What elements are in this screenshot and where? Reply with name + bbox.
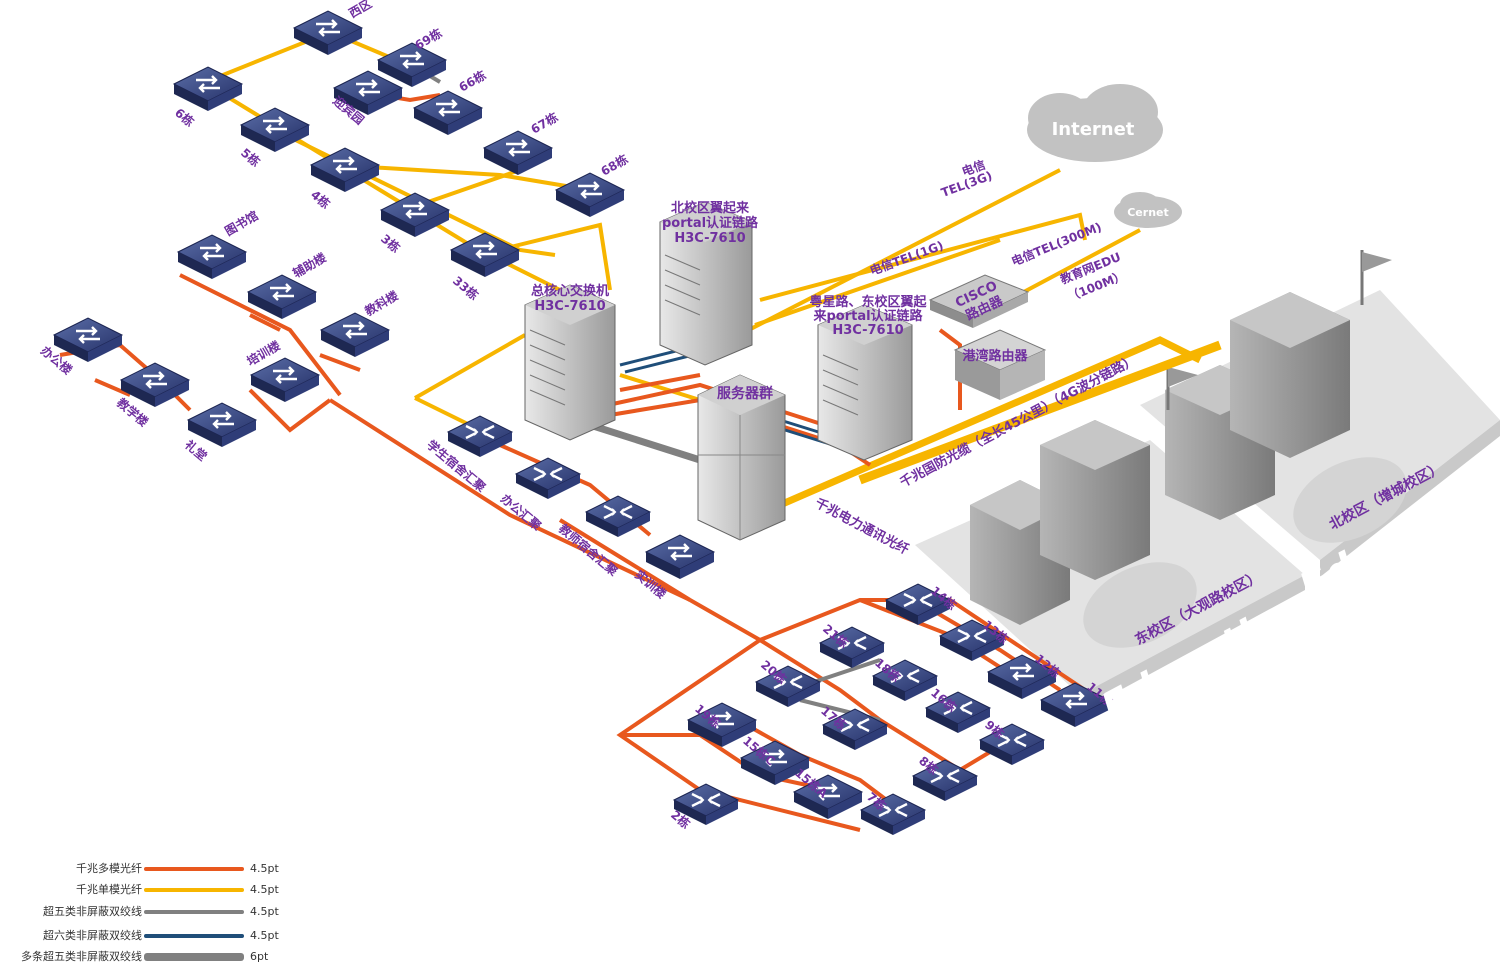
agg-office bbox=[514, 456, 582, 501]
core-north-label-3: H3C-7610 bbox=[674, 231, 745, 246]
label-auxiliary: 辅助楼 bbox=[290, 250, 329, 281]
core-east-label-2: 来portal认证链路 bbox=[812, 308, 923, 324]
label-33: 33栋 bbox=[450, 273, 482, 303]
legend-label: 千兆单模光纤 bbox=[76, 883, 142, 896]
core-main-label-2: H3C-7610 bbox=[534, 299, 605, 314]
switch-6 bbox=[172, 65, 244, 113]
legend-swatch bbox=[144, 934, 244, 938]
switch-library bbox=[176, 233, 248, 281]
label-66: 66栋 bbox=[456, 67, 488, 94]
label-education: 教科楼 bbox=[361, 288, 401, 319]
core-east-label-3: H3C-7610 bbox=[832, 323, 903, 338]
legend-swatch bbox=[144, 910, 244, 914]
switches-aggregation bbox=[446, 414, 716, 581]
label-library: 图书馆 bbox=[222, 208, 261, 239]
legend-value: 4.5pt bbox=[250, 883, 279, 896]
legend-row: 千兆单模光纤 4.5pt bbox=[0, 881, 300, 899]
cernet-cloud: Cernet bbox=[1114, 192, 1182, 228]
power-fiber-label: 千兆电力通讯光纤 bbox=[812, 495, 911, 558]
server-cluster bbox=[697, 374, 786, 541]
legend-row: 千兆多模光纤 4.5pt bbox=[0, 860, 300, 878]
switch-67 bbox=[482, 129, 554, 177]
legend-swatch bbox=[144, 867, 244, 871]
legend-label: 超五类非屏蔽双绞线 bbox=[43, 905, 142, 918]
legend-value: 4.5pt bbox=[250, 862, 279, 875]
legend-value: 6pt bbox=[250, 950, 269, 963]
internet-label: Internet bbox=[1052, 119, 1135, 140]
internet-cloud: Internet bbox=[1027, 84, 1163, 162]
core-switch-east bbox=[817, 304, 913, 461]
switch-auditorium bbox=[186, 401, 258, 449]
campus-north bbox=[1140, 250, 1500, 577]
legend-row: 多条超五类非屏蔽双绞线 6pt bbox=[0, 948, 300, 966]
switch-education bbox=[319, 311, 391, 359]
legend-value: 4.5pt bbox=[250, 929, 279, 942]
legend-label: 多条超五类非屏蔽双绞线 bbox=[21, 950, 142, 963]
legend-swatch bbox=[144, 888, 244, 892]
legend-row: 超六类非屏蔽双绞线 4.5pt bbox=[0, 927, 300, 945]
switch-training bbox=[249, 356, 321, 404]
label-69: 69栋 bbox=[412, 25, 444, 52]
core-north-label-1: 北校区翼起来 bbox=[671, 200, 750, 216]
gangwan-label: 港湾路由器 bbox=[962, 348, 1028, 364]
legend-row: 超五类非屏蔽双绞线 4.5pt bbox=[0, 903, 300, 921]
core-east-label-1: 粤星路、东校区翼起 bbox=[809, 294, 927, 310]
servers-label: 服务器群 bbox=[717, 385, 773, 402]
label-3: 3栋 bbox=[378, 231, 403, 256]
agg-teacher-dorm bbox=[584, 494, 652, 539]
gangwan-router bbox=[953, 329, 1047, 400]
switch-68 bbox=[554, 171, 626, 219]
legend-label: 千兆多模光纤 bbox=[76, 862, 142, 875]
label-68: 68栋 bbox=[598, 151, 630, 178]
switches-mid bbox=[52, 233, 391, 449]
legend-swatch bbox=[144, 953, 244, 961]
legend-label: 超六类非屏蔽双绞线 bbox=[43, 929, 142, 942]
switch-5 bbox=[239, 106, 311, 154]
label-67: 67栋 bbox=[528, 109, 560, 136]
core-switch-main bbox=[524, 284, 616, 441]
core-north-label-2: portal认证链路 bbox=[662, 215, 759, 231]
agg-student-dorm bbox=[446, 414, 514, 459]
label-4: 4栋 bbox=[308, 187, 333, 212]
label-6: 6栋 bbox=[172, 105, 197, 130]
core-switch-north bbox=[659, 201, 753, 366]
cernet-label: Cernet bbox=[1127, 206, 1169, 219]
core-main-label-1: 总核心交换机 bbox=[531, 283, 609, 299]
cisco-router bbox=[928, 274, 1030, 328]
legend-value: 4.5pt bbox=[250, 905, 279, 918]
label-auditorium: 礼堂 bbox=[182, 437, 210, 464]
switch-practice bbox=[644, 533, 716, 581]
label-west: 西区 bbox=[347, 0, 375, 21]
label-5: 5栋 bbox=[238, 145, 263, 170]
